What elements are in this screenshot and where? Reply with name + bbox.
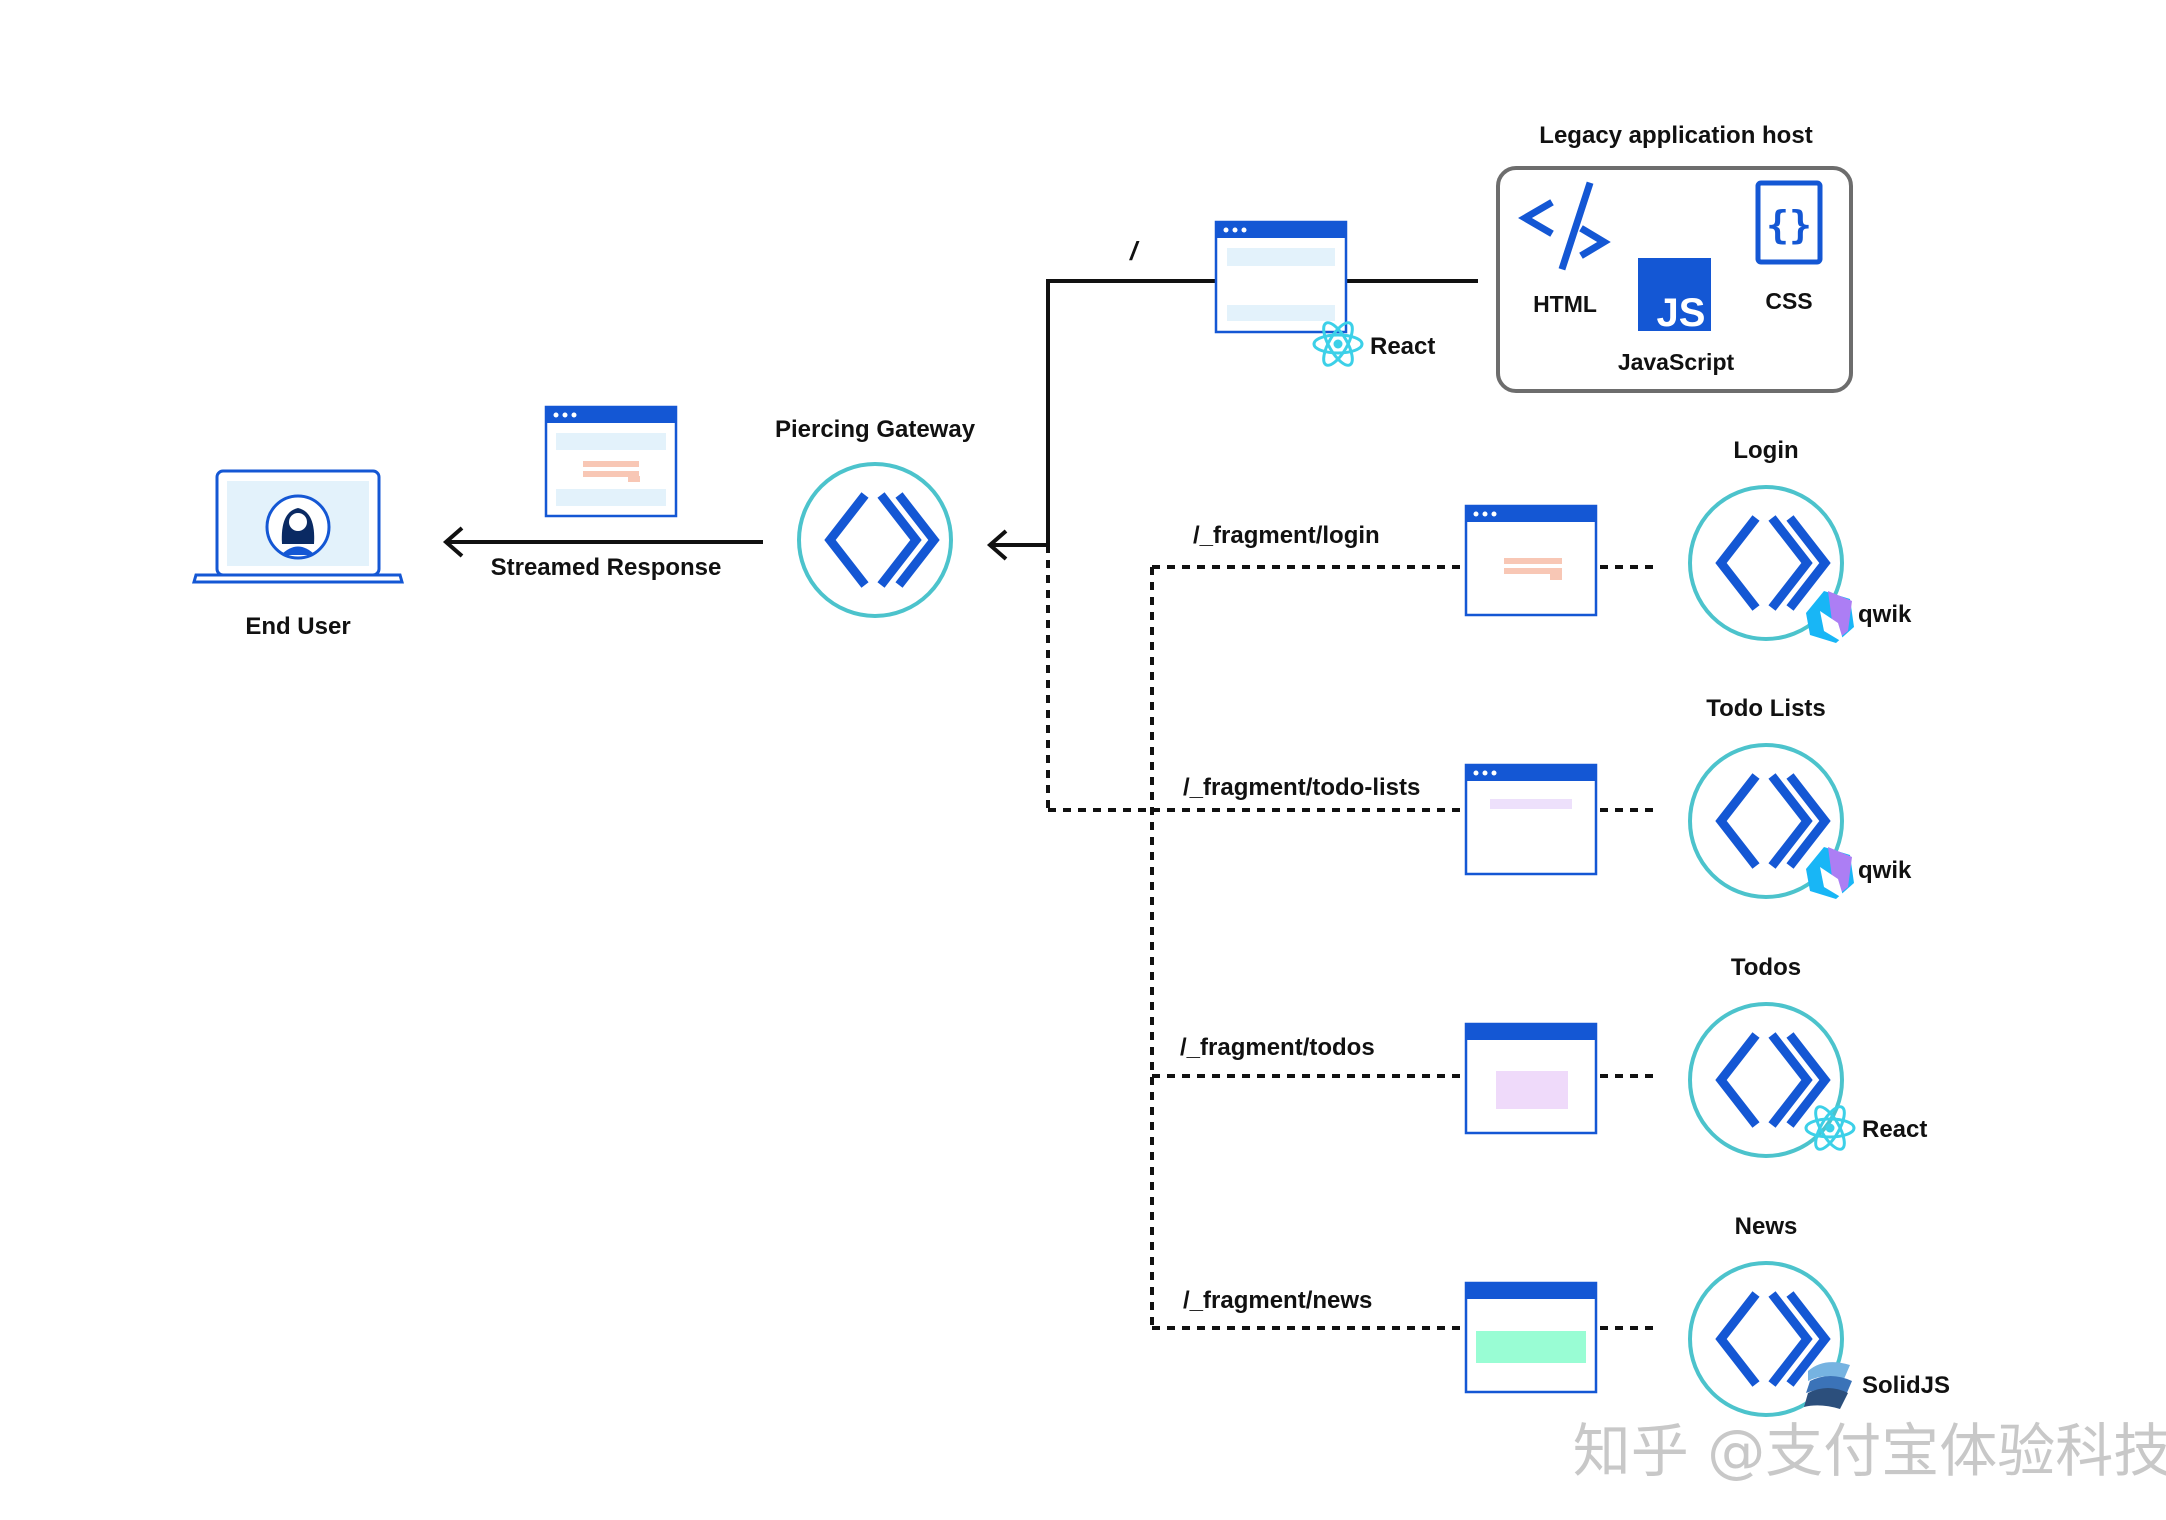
end-user-laptop xyxy=(192,469,404,584)
html-icon xyxy=(1518,181,1611,271)
news-solidjs-icon xyxy=(1804,1362,1852,1409)
watermark: 知乎 @支付宝体验科技 xyxy=(1573,1417,2166,1485)
route-label-login: /_fragment/login xyxy=(1193,522,1380,549)
css-icon xyxy=(1755,180,1823,265)
route-label-news: /_fragment/news xyxy=(1183,1287,1372,1314)
javascript-label: JavaScript xyxy=(1618,349,1735,375)
end-user-label: End User xyxy=(245,613,350,640)
css-label: CSS xyxy=(1765,288,1812,314)
streamed-response-page-icon xyxy=(544,405,678,518)
legacy-framework-label: React xyxy=(1370,333,1435,360)
route-label-todo-lists: /_fragment/todo-lists xyxy=(1183,774,1420,801)
news-page-icon xyxy=(1464,1281,1598,1394)
streamed-response-label: Streamed Response xyxy=(491,554,722,581)
fragment-name-login: Login xyxy=(1733,437,1798,464)
gateway-icon xyxy=(799,464,951,616)
gateway-arrowhead xyxy=(986,529,1008,561)
fragment-name-todo-lists: Todo Lists xyxy=(1706,695,1826,722)
todos-page-icon xyxy=(1464,1022,1598,1135)
framework-label-todo-lists: qwik xyxy=(1858,857,1912,884)
fragment-dashed-lines xyxy=(1046,545,1660,1330)
framework-label-todos: React xyxy=(1862,1116,1927,1143)
gateway-label: Piercing Gateway xyxy=(775,416,976,443)
fragment-name-news: News xyxy=(1735,1213,1798,1240)
fragment-name-todos: Todos xyxy=(1731,954,1801,981)
legacy-page-icon xyxy=(1214,220,1348,334)
login-page-icon xyxy=(1464,504,1598,617)
route-label-todos: /_fragment/todos xyxy=(1180,1034,1375,1061)
framework-label-login: qwik xyxy=(1858,601,1912,628)
todo-lists-page-icon xyxy=(1464,763,1598,876)
legacy-host-title: Legacy application host xyxy=(1539,122,1812,149)
javascript-icon xyxy=(1638,258,1711,331)
streamed-response-arrowhead xyxy=(442,526,464,558)
js-badge-text: JS xyxy=(1657,291,1706,335)
html-label: HTML xyxy=(1533,291,1597,317)
framework-label-news: SolidJS xyxy=(1862,1372,1950,1399)
legacy-route-label: / xyxy=(1129,236,1140,266)
css-braces: {} xyxy=(1766,203,1812,247)
